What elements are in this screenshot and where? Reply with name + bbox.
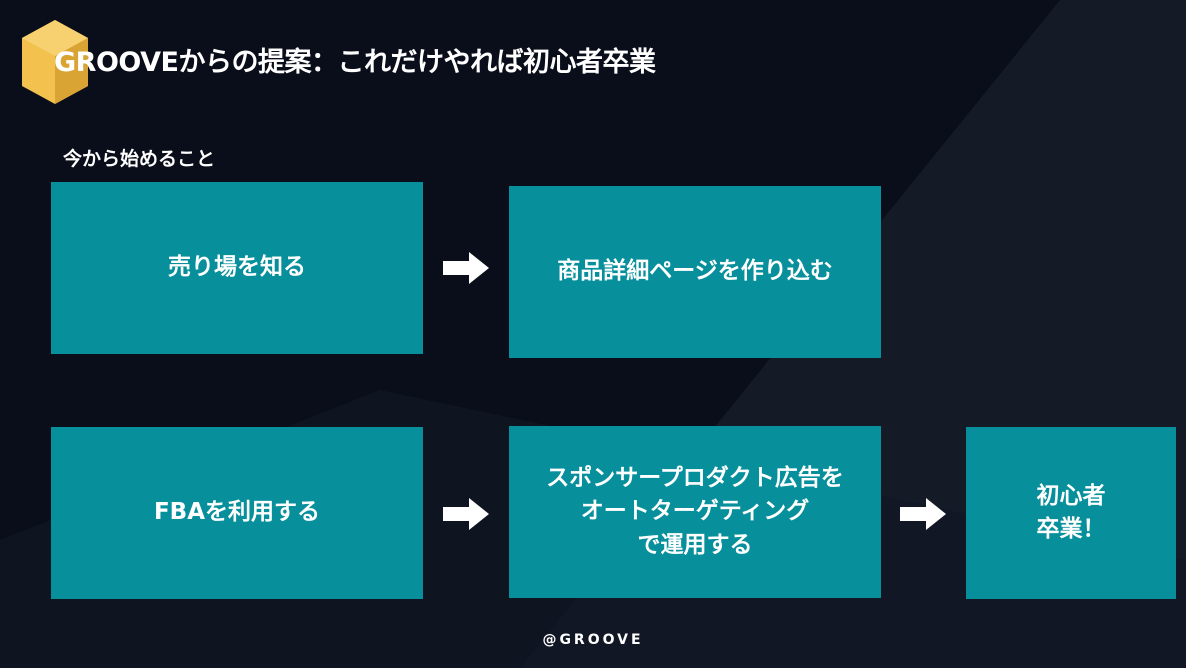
page-title: GROOVEからの提案：これだけやれば初心者卒業 [54, 47, 656, 78]
step-label: 商品詳細ページを作り込む [557, 258, 833, 285]
step-box-know-marketplace: 売り場を知る [51, 182, 423, 354]
step-box-graduate-beginner: 初心者 卒業！ [966, 427, 1176, 599]
right-arrow-icon [443, 498, 489, 530]
right-arrow-icon [900, 498, 946, 530]
step-box-product-detail-page: 商品詳細ページを作り込む [509, 186, 881, 358]
section-subtitle: 今から始めること [63, 148, 216, 170]
step-label: スポンサープロダクト広告を オートターゲティング で運用する [546, 464, 844, 558]
step-box-sponsored-product-ads: スポンサープロダクト広告を オートターゲティング で運用する [509, 426, 881, 598]
step-label: 売り場を知る [168, 254, 306, 281]
step-label: FBAを利用する [153, 499, 321, 526]
footer-brand: @GROOVE [542, 632, 644, 648]
right-arrow-icon [443, 252, 489, 284]
step-label: 初心者 卒業！ [1036, 482, 1106, 542]
step-box-use-fba: FBAを利用する [51, 427, 423, 599]
hexagon-logo [22, 20, 88, 104]
